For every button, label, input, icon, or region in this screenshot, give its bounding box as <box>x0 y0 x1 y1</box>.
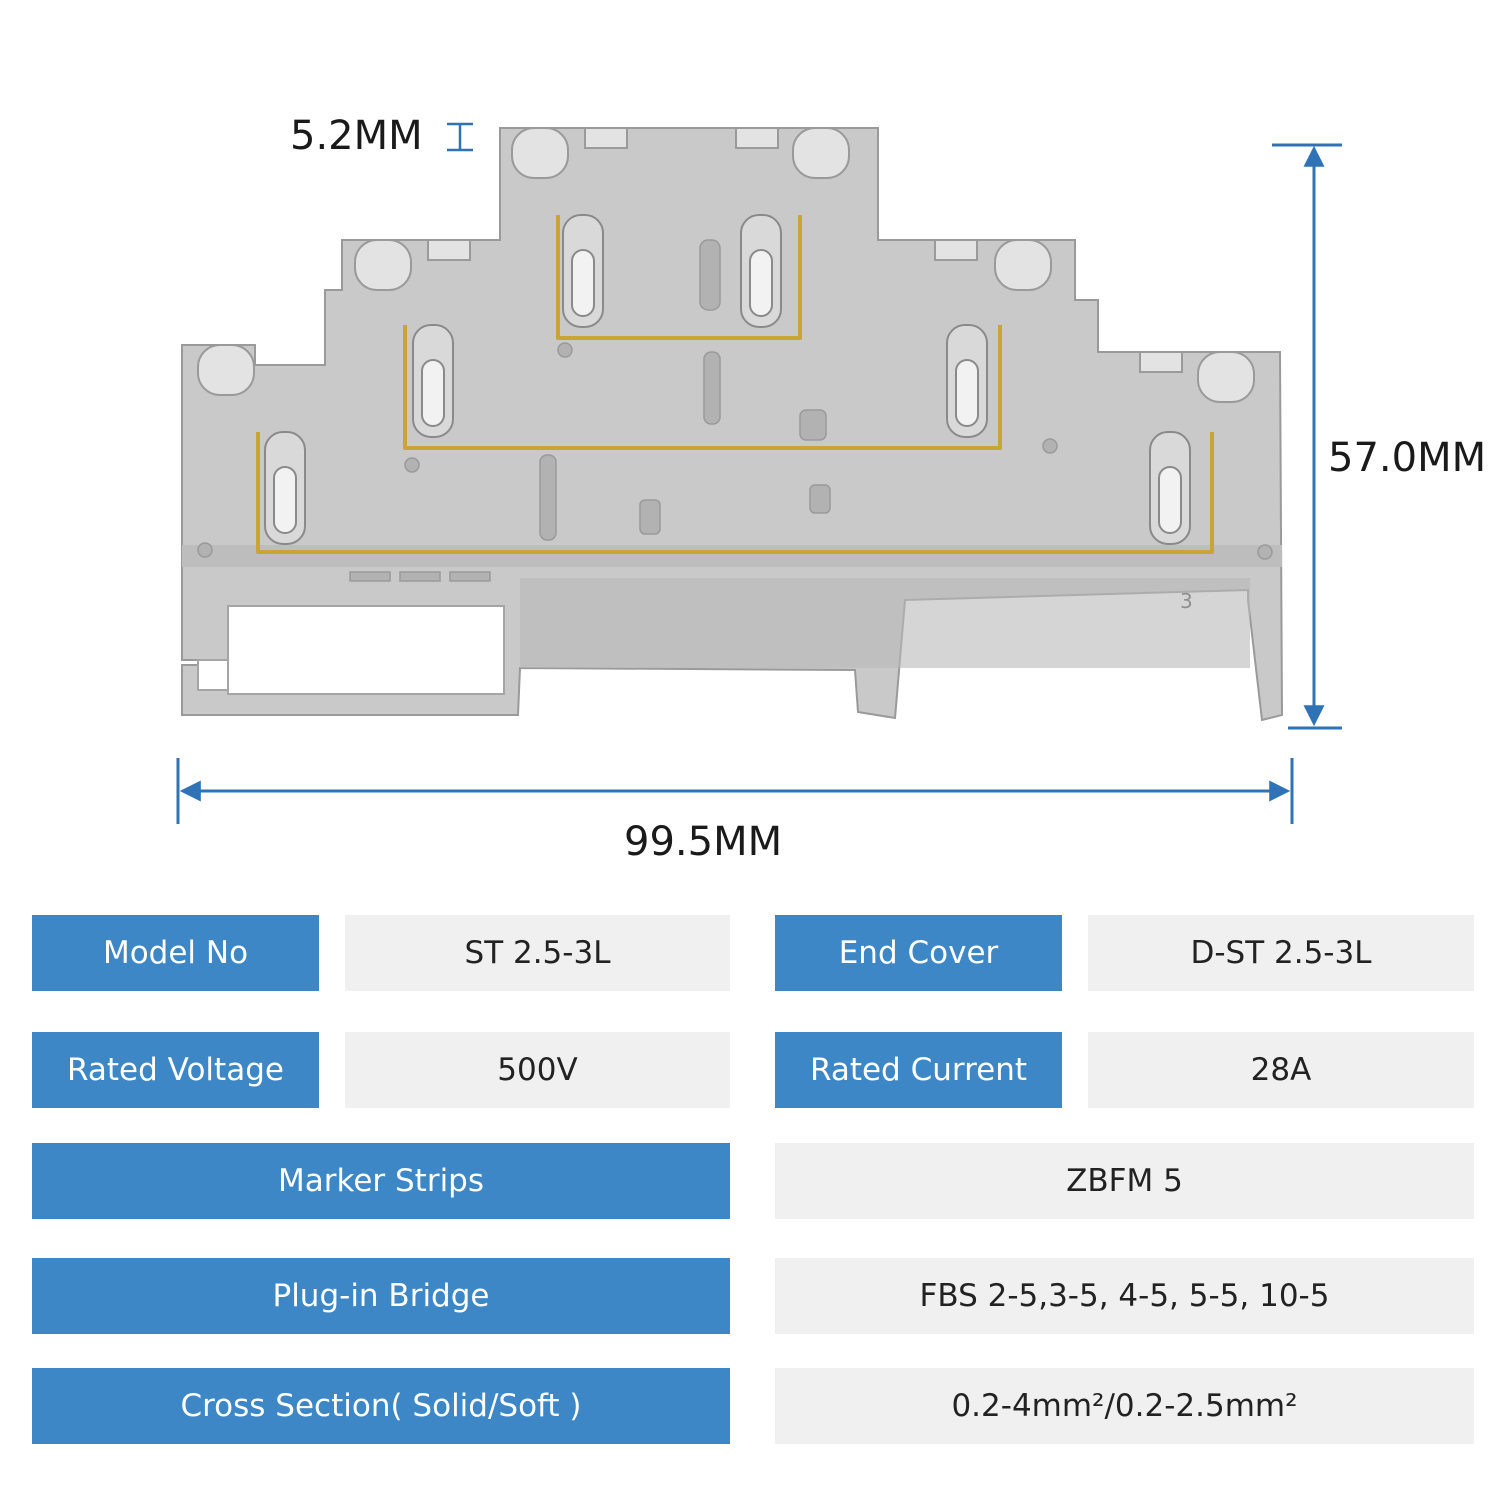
rated-voltage-label: Rated Voltage <box>32 1032 319 1108</box>
rated-voltage-value: 500V <box>345 1032 730 1108</box>
plug-in-bridge-value: FBS 2-5,3-5, 4-5, 5-5, 10-5 <box>775 1258 1474 1334</box>
height-dimension-line <box>1272 143 1342 730</box>
cross-section-value: 0.2-4mm²/0.2-2.5mm² <box>775 1368 1474 1444</box>
part-marking: 3 <box>1180 589 1193 613</box>
spring-contacts <box>256 214 1214 554</box>
cross-section-label: Cross Section( Solid/Soft ) <box>32 1368 730 1444</box>
end-cover-label: End Cover <box>775 915 1062 991</box>
model-no-value: ST 2.5-3L <box>345 915 730 991</box>
thickness-indicator <box>447 122 473 152</box>
height-dimension-label: 57.0MM <box>1328 435 1487 481</box>
width-dimension-label: 99.5MM <box>624 819 783 865</box>
body-details <box>197 239 1273 582</box>
thickness-dimension-label: 5.2MM <box>290 113 423 159</box>
marker-strips-label: Marker Strips <box>32 1143 730 1219</box>
model-no-label: Model No <box>32 915 319 991</box>
plug-in-bridge-label: Plug-in Bridge <box>32 1258 730 1334</box>
rated-current-value: 28A <box>1088 1032 1474 1108</box>
width-dimension-line <box>176 758 1294 824</box>
terminal-block-body <box>181 127 1284 722</box>
marker-strips-value: ZBFM 5 <box>775 1143 1474 1219</box>
wire-entry-slots <box>197 127 1255 403</box>
end-cover-value: D-ST 2.5-3L <box>1088 915 1474 991</box>
terminal-block-figure: 3 <box>176 122 1342 824</box>
rated-current-label: Rated Current <box>775 1032 1062 1108</box>
